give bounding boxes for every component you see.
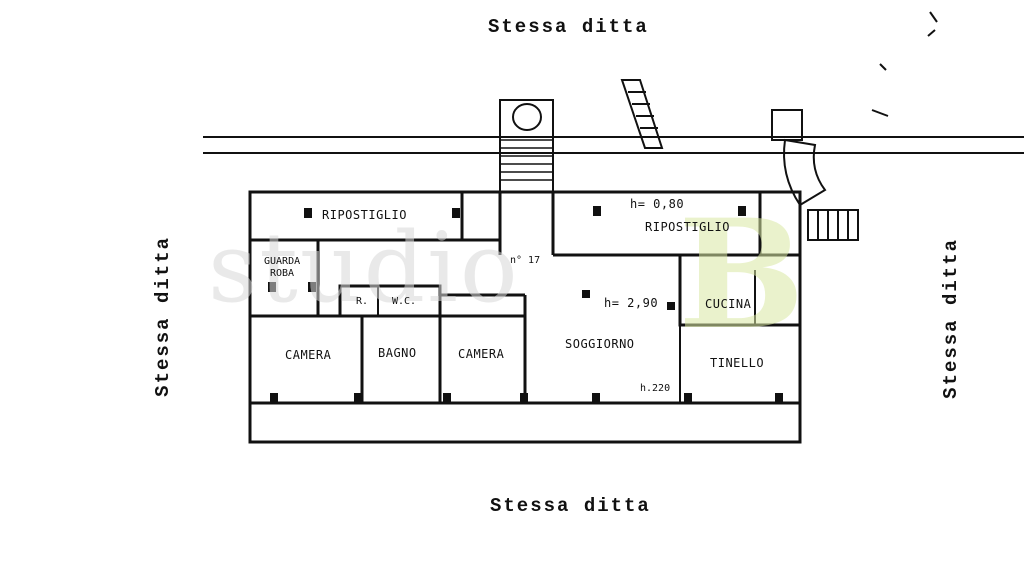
room-soggiorno: SOGGIORNO [565,337,635,351]
right-curved-stair [771,109,859,241]
room-ripostiglio-right: RIPOSTIGLIO [645,220,730,234]
room-r: R. [356,296,369,307]
room-bagno: BAGNO [378,346,417,360]
height-mid: h= 2,90 [604,296,659,310]
room-wc: W.C. [392,296,417,307]
watermark-text: studio [208,212,520,324]
label-top-neighbor: Stessa ditta [488,16,649,38]
unit-number: n° 17 [510,255,541,266]
label-right-neighbor: Stessa ditta [940,238,962,399]
room-tinello: TINELLO [710,356,765,370]
wall-cucina [678,253,802,327]
room-cucina: CUCINA [705,297,752,311]
stair-landing-oval [512,103,542,131]
sketch-marks [871,11,938,117]
room-guardaroba-line1: GUARDA [264,256,301,267]
label-bottom-neighbor: Stessa ditta [490,495,651,517]
height-top: h= 0,80 [630,197,685,211]
stair-steps [500,139,553,181]
diagonal-stair [620,79,664,149]
room-camera-left: CAMERA [285,348,332,362]
room-guardaroba-line2: ROBA [270,268,295,279]
pillars [268,206,783,403]
room-ripostiglio-left: RIPOSTIGLIO [322,208,407,222]
label-left-neighbor: Stessa ditta [152,236,174,397]
height-low: h.220 [640,383,671,394]
room-camera-mid: CAMERA [458,347,505,361]
watermark-logo-letter: B [678,187,805,363]
stair-tower [499,99,554,193]
